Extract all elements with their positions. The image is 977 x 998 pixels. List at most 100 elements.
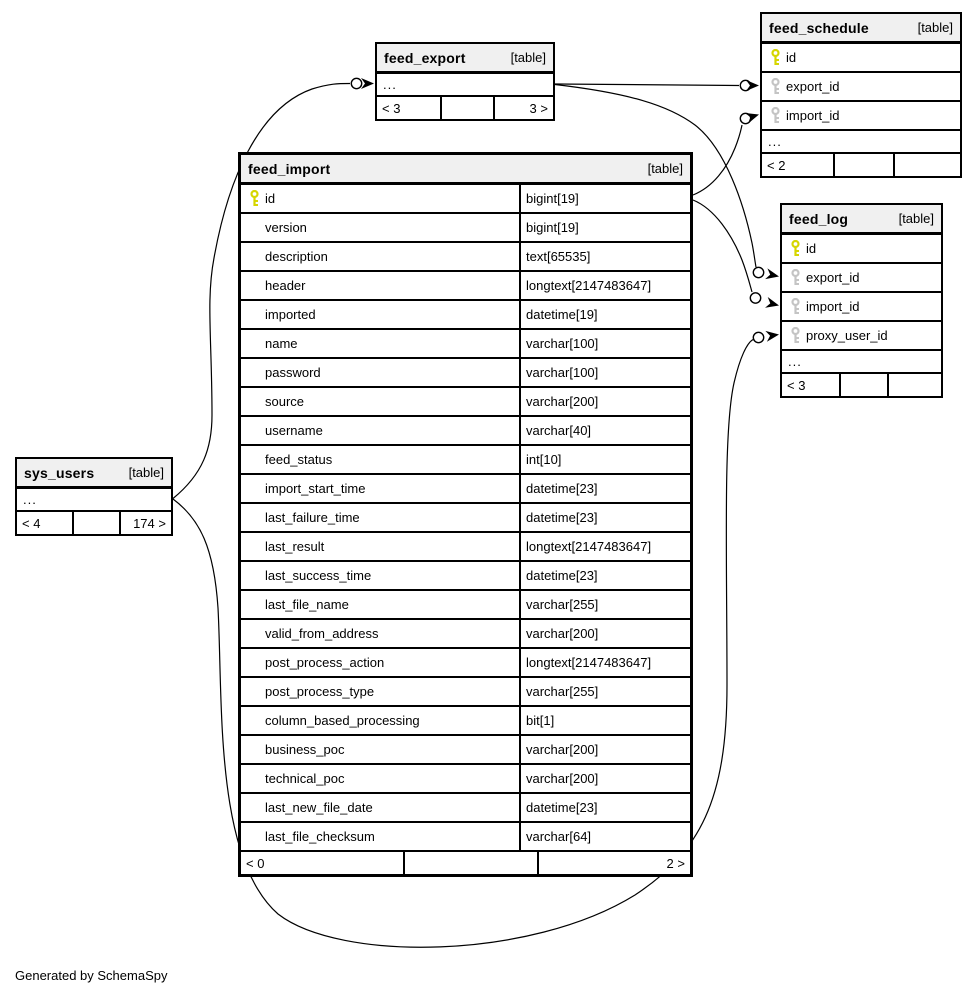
table-tag: [table]	[898, 211, 934, 226]
column-name: last_new_file_date	[265, 800, 373, 815]
column-row-valid_from_address: valid_from_address varchar[200]	[241, 618, 690, 647]
table-name[interactable]: sys_users	[24, 464, 95, 481]
column-name: post_process_action	[265, 655, 385, 670]
table-feed_schedule[interactable]: feed_schedule[table]id export_id import_id…	[760, 12, 962, 178]
relationship-line-feed_export-to-feed_schedule	[554, 83, 740, 87]
column-type: bigint[19]	[519, 214, 690, 241]
column-type: longtext[2147483647]	[519, 533, 690, 560]
table-feed_schedule-header[interactable]: feed_schedule[table]	[762, 14, 960, 42]
column-row-source: source varchar[200]	[241, 386, 690, 415]
table-sys_users-header[interactable]: sys_users[table]	[17, 459, 171, 487]
ellipsis-label: ...	[383, 77, 397, 92]
table-feed_import-header[interactable]: feed_import[table]	[241, 155, 690, 183]
children-count	[886, 374, 941, 396]
column-row-description: description text[65535]	[241, 241, 690, 270]
column-type: varchar[200]	[519, 388, 690, 415]
arrowhead-icon	[765, 268, 779, 280]
column-type: varchar[255]	[519, 591, 690, 618]
table-name[interactable]: feed_export	[384, 49, 466, 66]
column-name: name	[265, 336, 298, 351]
generated-by-caption: Generated by SchemaSpy	[15, 968, 168, 983]
table-name[interactable]: feed_schedule	[769, 19, 869, 36]
column-type: varchar[40]	[519, 417, 690, 444]
children-count: 174 >	[118, 512, 171, 534]
key-icon	[791, 327, 800, 343]
table-name[interactable]: feed_import	[248, 160, 331, 177]
column-type: int[10]	[519, 446, 690, 473]
column-row-last_result: last_result longtext[2147483647]	[241, 531, 690, 560]
column-name: header	[265, 278, 306, 293]
column-name: last_success_time	[265, 568, 372, 583]
footer-middle-cell	[72, 512, 118, 534]
cardinality-circle-icon	[752, 266, 765, 279]
arrowhead-icon	[765, 330, 779, 342]
ellipsis-label: ...	[768, 134, 782, 149]
pk-key-icon-cell	[782, 240, 806, 257]
table-sys_users-footer: < 4 174 >	[17, 510, 171, 534]
column-name: export_id	[786, 79, 840, 94]
key-icon	[771, 49, 780, 65]
column-row-export_id: export_id	[782, 262, 941, 291]
children-count: 2 >	[537, 852, 690, 874]
column-type: datetime[19]	[519, 301, 690, 328]
arrowhead-icon	[361, 78, 374, 89]
column-row-technical_poc: technical_poc varchar[200]	[241, 763, 690, 792]
column-row-import_id: import_id	[762, 100, 960, 129]
column-name: last_result	[265, 539, 325, 554]
footer-middle-cell	[839, 374, 887, 396]
relationship-line-sys_users-to-feed_export	[172, 82, 351, 499]
cardinality-circle-icon	[350, 77, 363, 90]
column-type: datetime[23]	[519, 562, 690, 589]
column-name: id	[806, 241, 817, 256]
relationship-line-feed_import-to-feed_log	[692, 199, 753, 293]
table-name[interactable]: feed_log	[789, 210, 849, 227]
fk-key-icon-cell	[762, 78, 786, 95]
column-name: source	[265, 394, 305, 409]
column-type: datetime[23]	[519, 794, 690, 821]
relationship-line-sys_users-to-feed_log	[172, 338, 754, 948]
column-type: varchar[255]	[519, 678, 690, 705]
parents-count: < 2	[767, 157, 786, 173]
column-name: description	[265, 249, 328, 264]
collapsed-columns-row: ...	[762, 129, 960, 152]
column-row-post_process_action: post_process_action longtext[2147483647]	[241, 647, 690, 676]
table-feed_log-header[interactable]: feed_log [table]	[782, 205, 941, 233]
parents-count: < 4	[22, 515, 41, 531]
column-row-export_id: export_id	[762, 71, 960, 100]
column-type: longtext[2147483647]	[519, 649, 690, 676]
column-type: datetime[23]	[519, 475, 690, 502]
column-name: column_based_processing	[265, 713, 420, 728]
column-type: bigint[19]	[519, 185, 690, 212]
column-type: varchar[200]	[519, 620, 690, 647]
column-name: valid_from_address	[265, 626, 379, 641]
parents-count: < 3	[382, 100, 401, 116]
column-name: last_failure_time	[265, 510, 360, 525]
key-icon	[791, 298, 800, 314]
column-name: last_file_checksum	[265, 829, 375, 844]
table-tag: [table]	[510, 50, 546, 65]
column-row-id: id	[782, 233, 941, 262]
key-icon	[791, 240, 800, 256]
column-type: text[65535]	[519, 243, 690, 270]
fk-key-icon-cell	[762, 107, 786, 124]
arrowhead-icon	[765, 297, 779, 308]
column-name: id	[786, 50, 797, 65]
column-row-last_success_time: last_success_time datetime[23]	[241, 560, 690, 589]
column-type: varchar[200]	[519, 765, 690, 792]
column-name: technical_poc	[265, 771, 345, 786]
table-feed_export-header[interactable]: feed_export [table]	[377, 44, 553, 72]
table-feed_schedule-footer: < 2	[762, 152, 960, 176]
key-icon	[791, 269, 800, 285]
